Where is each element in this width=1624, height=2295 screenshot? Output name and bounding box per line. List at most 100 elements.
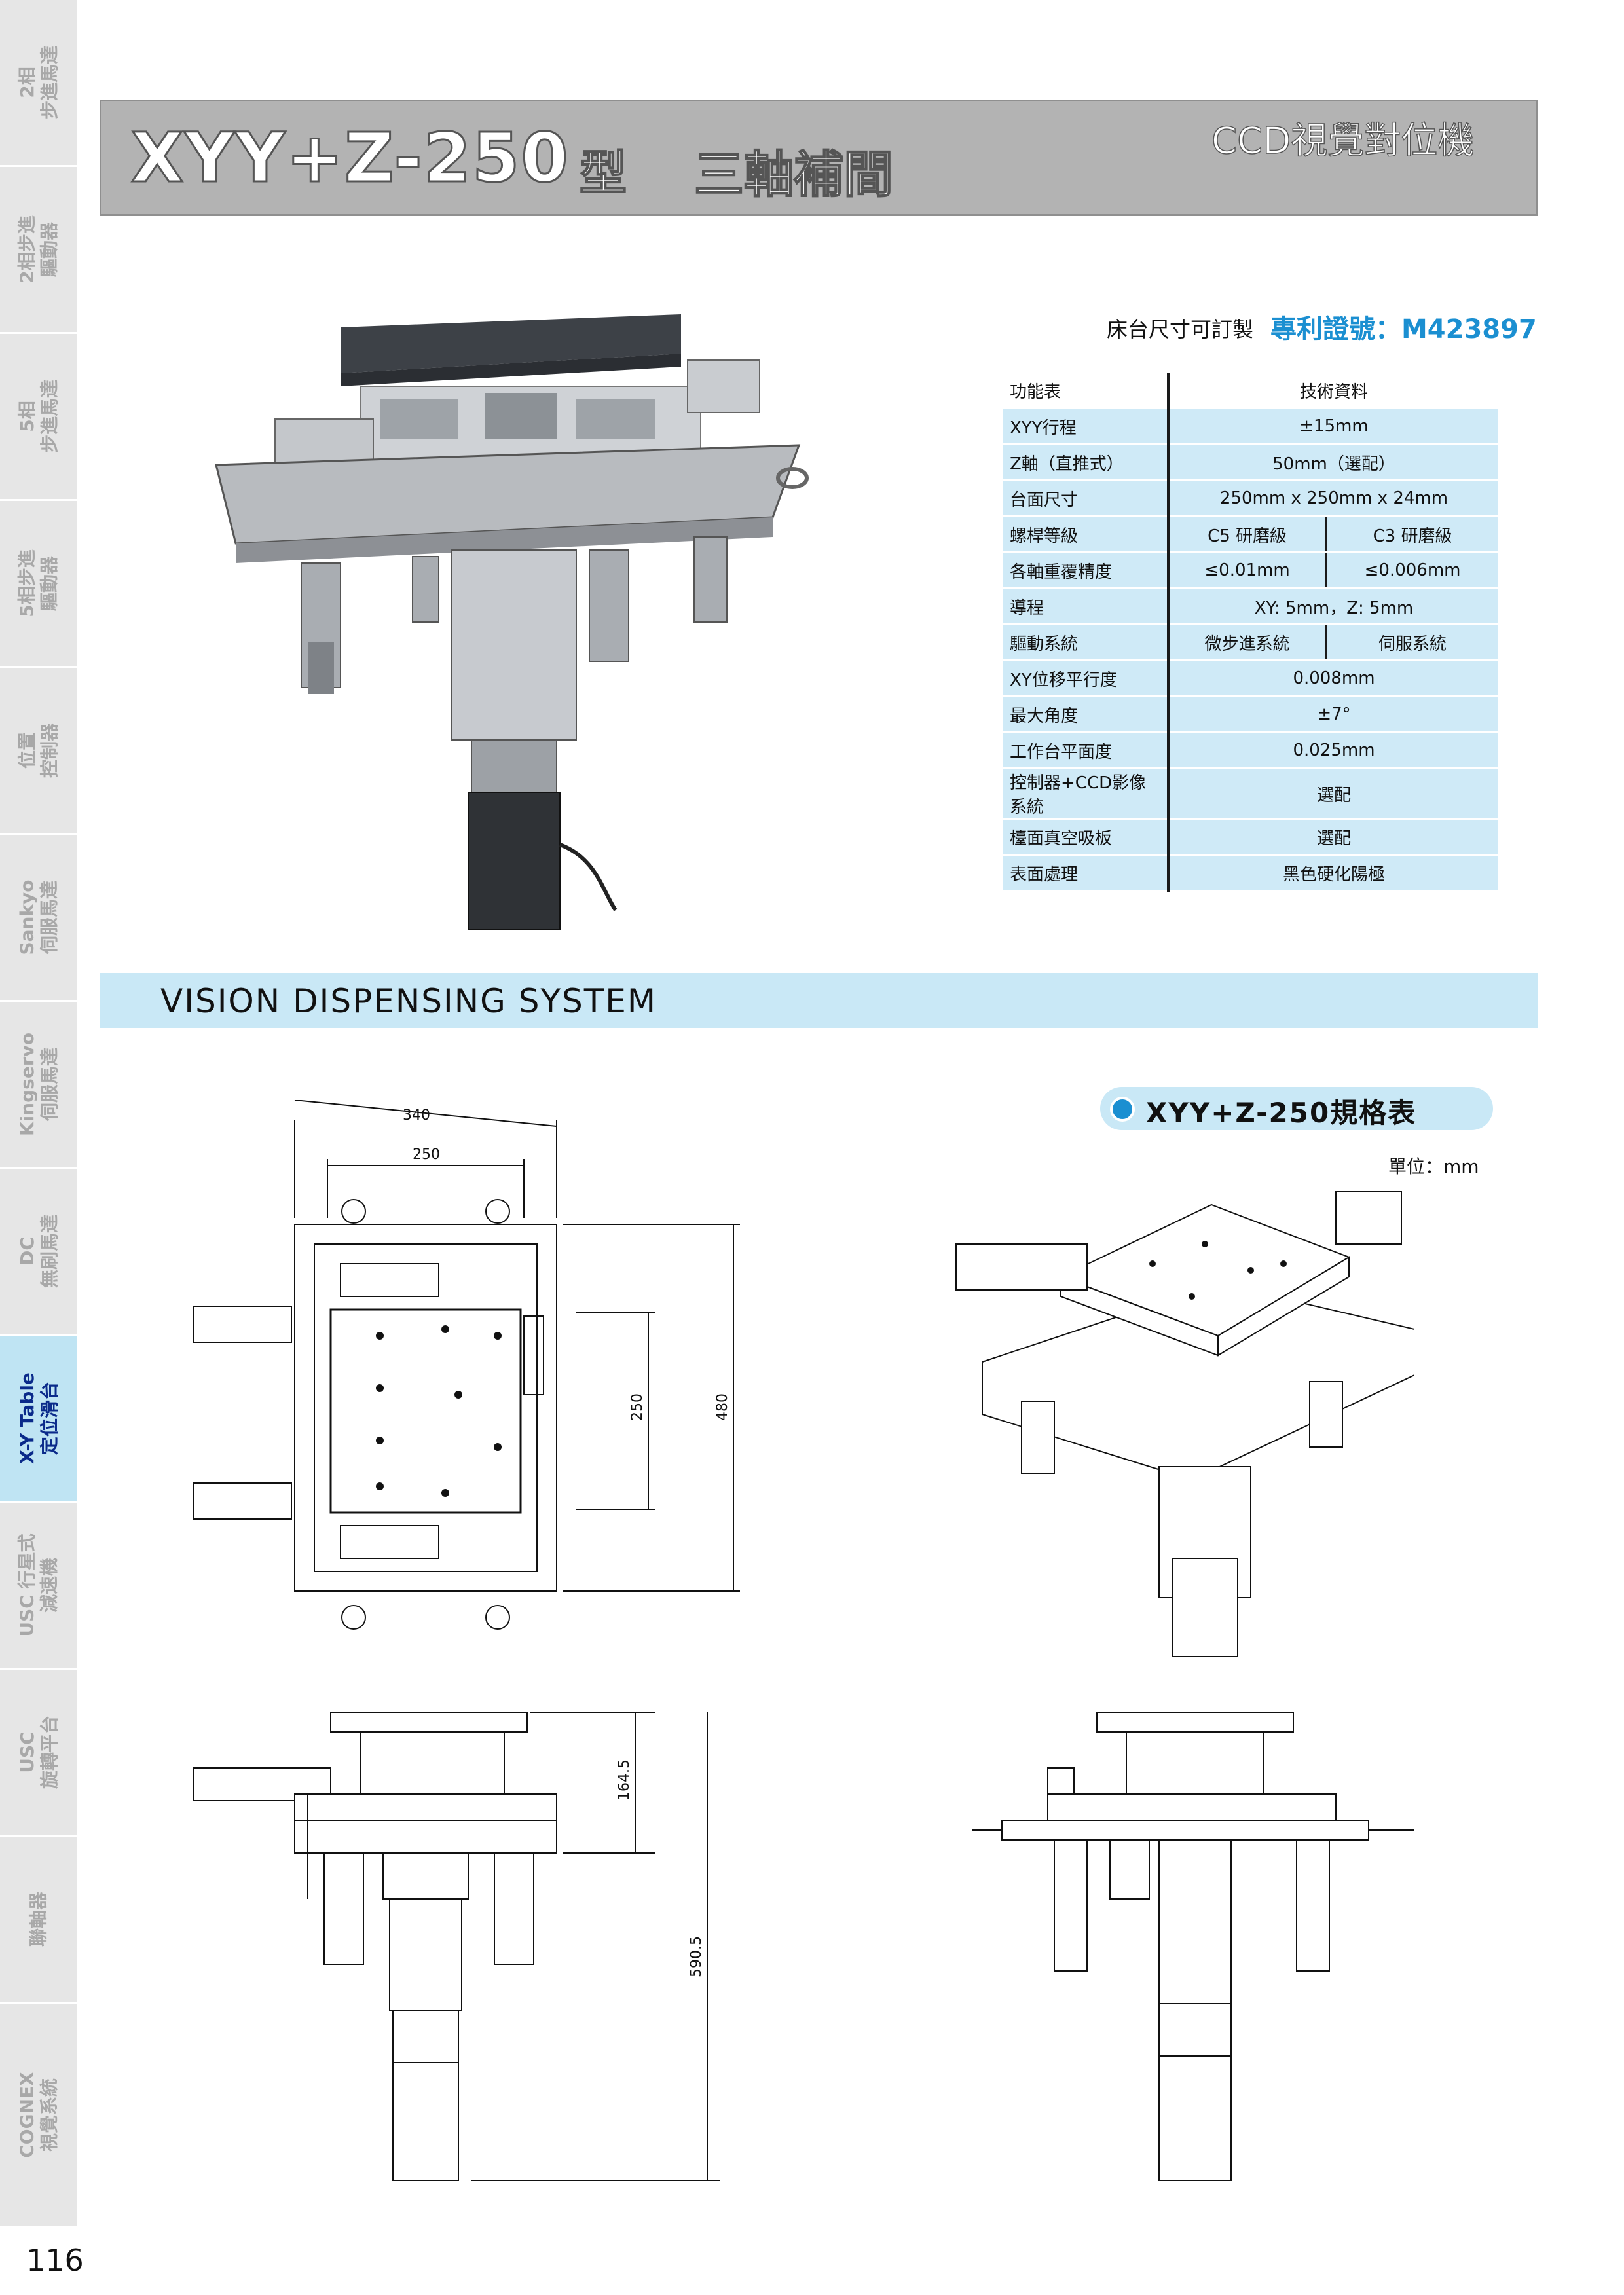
table-cell-value: 伺服系統	[1325, 624, 1498, 661]
dim-164-5: 164.5	[616, 1759, 633, 1801]
table-cell-key: Z軸（直推式）	[1003, 444, 1170, 481]
side-tab-label: 步進馬達	[38, 379, 60, 454]
table-cell-key: 檯面真空吸板	[1003, 818, 1170, 856]
side-tab-label: 2相步進	[16, 215, 38, 284]
top-view-drawing: 340 250 250 480	[193, 1100, 740, 1630]
model-type: 型	[579, 145, 627, 201]
table-header-row: 功能表 技術資料	[1003, 373, 1498, 409]
table-cell-value: ±7°	[1168, 696, 1498, 733]
unit-label: 單位：mm	[1388, 1156, 1479, 1177]
dim-480: 480	[714, 1393, 731, 1421]
side-tab-label: 無刷馬達	[38, 1214, 60, 1289]
table-cell-value: ±15mm	[1168, 408, 1498, 445]
table-row: 最大角度±7°	[1003, 696, 1498, 733]
table-row: XYY行程±15mm	[1003, 408, 1498, 445]
side-tab-label: 旋轉平台	[38, 1715, 60, 1790]
section-title: VISION DISPENSING SYSTEM	[160, 982, 657, 1020]
table-cell-key: XYY行程	[1003, 408, 1170, 445]
custom-size-note: 床台尺寸可訂製	[1107, 317, 1254, 342]
table-cell-key: 最大角度	[1003, 696, 1170, 733]
patent-number: 專利證號：M423897	[1270, 314, 1537, 344]
category-title: CCD視覺對位機	[1211, 119, 1475, 163]
side-tab-label: 2相	[16, 67, 38, 98]
side-tab-label: 聯軸器	[27, 1891, 49, 1947]
table-row: Z軸（直推式）50mm（選配）	[1003, 444, 1498, 481]
table-cell-value: XY: 5mm，Z: 5mm	[1168, 588, 1498, 625]
product-photo	[215, 314, 809, 930]
side-tab-position-controller[interactable]: 位置控制器	[0, 668, 77, 835]
table-cell-value: 黑色硬化陽極	[1168, 854, 1498, 892]
side-tab-label: 步進馬達	[38, 45, 60, 120]
model-description: 三軸補間	[693, 145, 894, 204]
section-band	[100, 973, 1538, 1028]
bullet-icon	[1110, 1097, 1135, 1122]
table-cell-key: 各軸重覆精度	[1003, 552, 1170, 589]
side-tab-label: USC	[16, 1731, 38, 1773]
table-cell-value: 選配	[1168, 818, 1498, 856]
side-tab-5phase-stepper[interactable]: 5相步進馬達	[0, 334, 77, 501]
side-tab-label: 控制器	[38, 722, 60, 779]
side-tab-5phase-driver[interactable]: 5相步進驅動器	[0, 501, 77, 668]
side-tab-label: 伺服馬達	[38, 880, 60, 955]
table-cell-value: ≤0.01mm	[1168, 552, 1326, 589]
side-tab-label: X-Y Table	[16, 1372, 39, 1464]
table-cell-value: 0.008mm	[1168, 660, 1498, 697]
table-cell-key: 控制器+CCD影像系統	[1003, 768, 1170, 820]
table-cell-value: ≤0.006mm	[1325, 552, 1498, 589]
side-tab-coupling[interactable]: 聯軸器	[0, 1837, 77, 2004]
table-header-key: 功能表	[1003, 373, 1170, 409]
side-view-drawing	[972, 1712, 1414, 2181]
dim-590-5: 590.5	[688, 1936, 705, 1977]
table-row: 控制器+CCD影像系統選配	[1003, 768, 1498, 820]
side-tab-usc-planetary[interactable]: USC 行星式減速機	[0, 1503, 77, 1670]
side-tab-label: 驅動器	[38, 221, 60, 278]
table-row: 檯面真空吸板選配	[1003, 818, 1498, 856]
side-tab-label: 5相	[16, 401, 38, 432]
spec-table: 功能表 技術資料 XYY行程±15mm Z軸（直推式）50mm（選配） 台面尺寸…	[1003, 373, 1498, 892]
title-banner	[100, 100, 1538, 216]
table-cell-key: 台面尺寸	[1003, 480, 1170, 517]
side-tab-2phase-stepper[interactable]: 2相步進馬達	[0, 0, 77, 167]
side-tab-label: 減速機	[39, 1557, 61, 1613]
page-number: 116	[26, 2243, 84, 2278]
side-tab-label: Sankyo	[16, 879, 38, 955]
table-header-value: 技術資料	[1168, 373, 1498, 409]
side-tab-label: COGNEX	[16, 2072, 39, 2158]
table-row: 驅動系統微步進系統伺服系統	[1003, 624, 1498, 661]
table-cell-key: 螺桿等級	[1003, 516, 1170, 553]
side-tab-2phase-driver[interactable]: 2相步進驅動器	[0, 167, 77, 334]
table-cell-value: 微步進系統	[1168, 624, 1326, 661]
dim-340: 340	[403, 1107, 430, 1124]
table-row: 各軸重覆精度≤0.01mm≤0.006mm	[1003, 552, 1498, 589]
table-cell-value: C3 研磨級	[1325, 516, 1498, 553]
side-tab-label: 視覺系統	[39, 2078, 61, 2152]
side-tab-label: 伺服馬達	[39, 1047, 61, 1122]
side-tab-label: 定位滑台	[39, 1381, 61, 1456]
side-tab-label: 5相步進	[16, 549, 38, 617]
table-cell-value: C5 研磨級	[1168, 516, 1326, 553]
table-cell-value: 250mm x 250mm x 24mm	[1168, 480, 1498, 517]
spec-pill-title: XYY+Z-250規格表	[1146, 1097, 1417, 1129]
side-tab-label: DC	[16, 1237, 38, 1266]
side-tab-label: 位置	[16, 731, 38, 769]
table-cell-value: 50mm（選配）	[1168, 444, 1498, 481]
table-cell-key: 工作台平面度	[1003, 732, 1170, 769]
side-tab-label: 驅動器	[38, 555, 60, 612]
table-cell-value: 0.025mm	[1168, 732, 1498, 769]
table-cell-key: 驅動系統	[1003, 624, 1170, 661]
spec-pill	[1100, 1087, 1493, 1130]
table-cell-key: 表面處理	[1003, 854, 1170, 892]
isometric-drawing	[955, 1191, 1414, 1657]
table-cell-key: XY位移平行度	[1003, 660, 1170, 697]
